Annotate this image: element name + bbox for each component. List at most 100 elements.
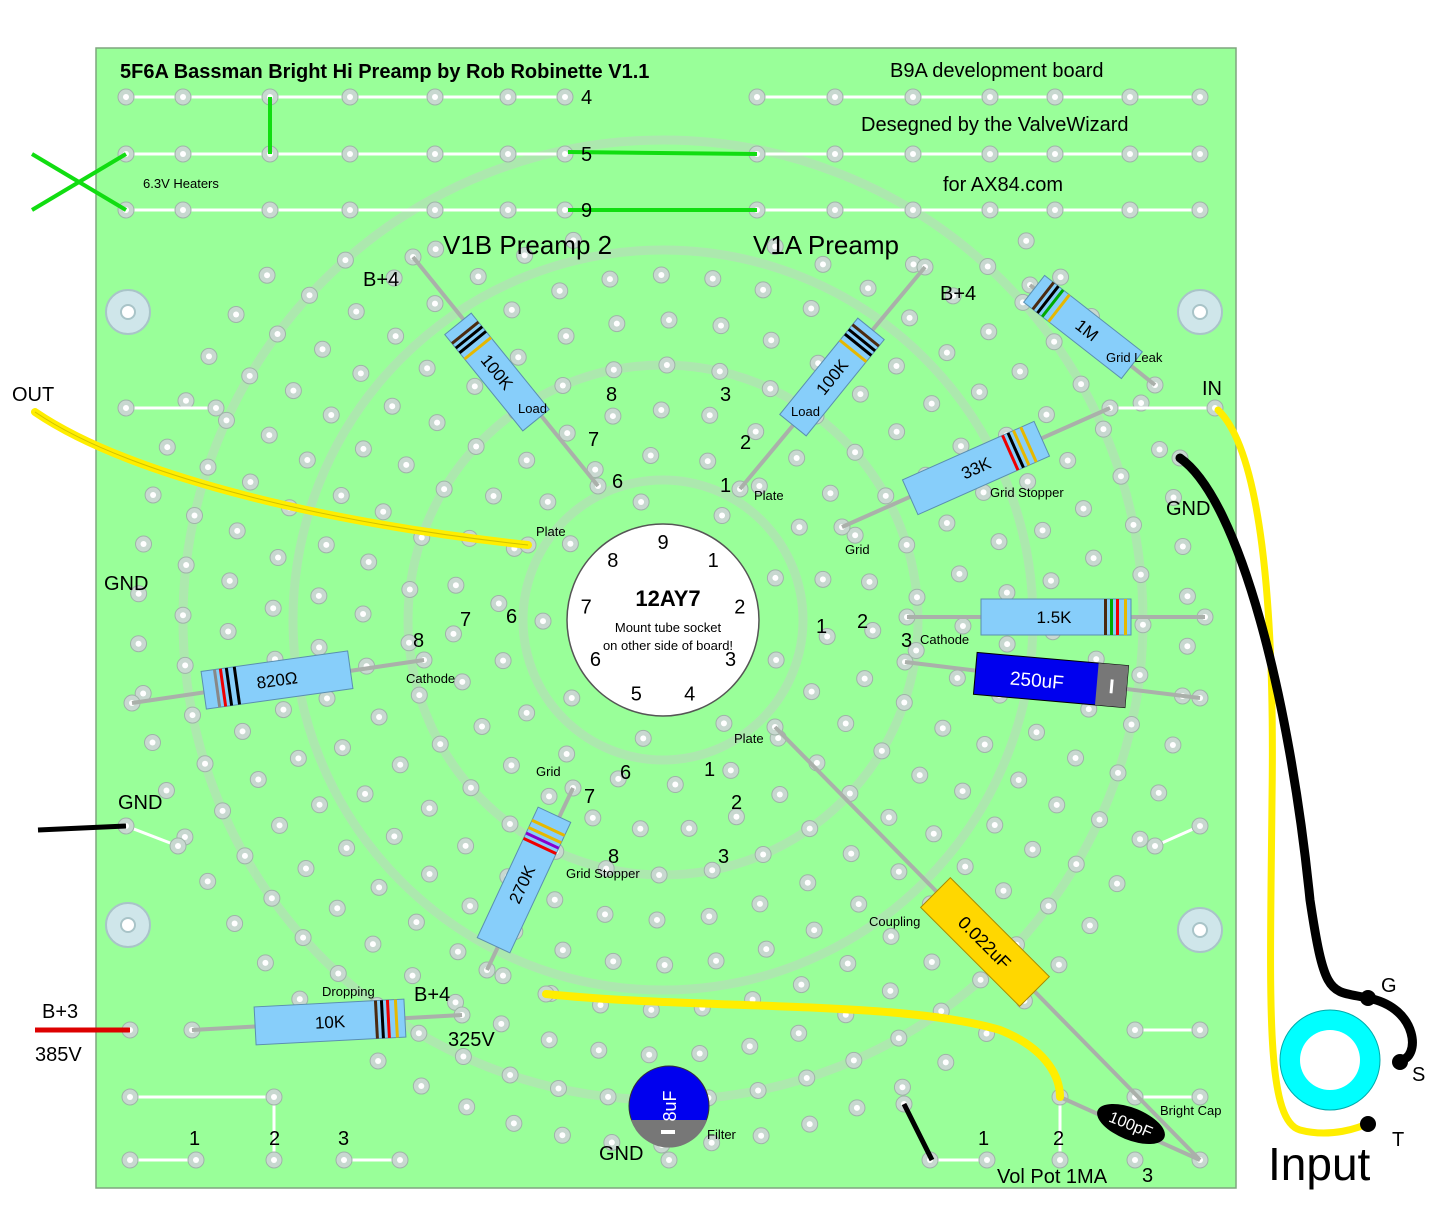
pad-hole [804, 879, 811, 886]
pad-hole [180, 207, 186, 213]
pad-hole [140, 690, 147, 697]
pad-hole [716, 368, 723, 375]
pad-hole [510, 1120, 517, 1127]
pad-hole [205, 353, 212, 360]
pad-hole [559, 947, 566, 954]
pad-hole [463, 1103, 470, 1110]
pad-hole [1048, 577, 1055, 584]
tube-pin-label: 9 [657, 532, 668, 554]
out-label: OUT [12, 384, 54, 406]
pad-hole [1117, 473, 1124, 480]
pad-hole [981, 741, 988, 748]
pad-hole [1045, 903, 1052, 910]
pad-hole [803, 1074, 810, 1081]
pad-hole [752, 428, 759, 435]
pad-hole [1093, 656, 1100, 663]
tube-note-1: Mount tube socket [615, 620, 722, 635]
pad-hole [234, 527, 241, 534]
pad-hole [409, 972, 416, 979]
capacitor-cathode-v1a: I 250uF [972, 651, 1130, 709]
pad-hole [149, 739, 156, 746]
label-load-v1a: Load [791, 404, 820, 419]
pad-hole [300, 934, 307, 941]
pad-hole [987, 151, 993, 157]
pad-hole [123, 405, 129, 411]
tube-pin-label: 6 [590, 649, 601, 671]
pad-hole [418, 1083, 425, 1090]
pad-hole [893, 428, 900, 435]
tube-pin-label: 3 [725, 649, 736, 671]
pad-hole [473, 443, 480, 450]
gnd-label-right: GND [1166, 498, 1210, 520]
pad-hole [1197, 823, 1203, 829]
pad-hole [570, 237, 577, 244]
pad-hole [1073, 861, 1080, 868]
jack-s-label: S [1412, 1064, 1425, 1086]
pad-hole [798, 981, 805, 988]
pad-hole [942, 1059, 949, 1066]
pad-hole [813, 759, 820, 766]
pad-hole [637, 825, 644, 832]
pad-hole [1184, 593, 1191, 600]
pad-hole [648, 1006, 655, 1013]
pad-hole [776, 791, 783, 798]
pad-hole [760, 851, 767, 858]
resistor-grid-stopper-v1a: 33K [901, 420, 1051, 516]
pad-hole [432, 151, 438, 157]
pad-hole [1115, 769, 1122, 776]
pad-hole [772, 243, 779, 250]
pad-hole [609, 413, 616, 420]
pad-hole [1052, 94, 1058, 100]
pad-hole [213, 405, 219, 411]
pad-hole [275, 554, 282, 561]
pin-number: 2 [857, 611, 868, 633]
pad-hole [1179, 543, 1186, 550]
pad-hole [943, 349, 950, 356]
pad-hole [976, 388, 983, 395]
resistor-cathode-v1b: 820Ω [200, 650, 354, 710]
pad-hole [610, 366, 617, 373]
pad-hole [746, 1043, 753, 1050]
pad-hole [274, 330, 281, 337]
pad-hole [1072, 754, 1079, 761]
pad-hole [985, 328, 992, 335]
pad-hole [323, 541, 330, 548]
pad-hole [376, 884, 383, 891]
tube-pin-label: 2 [734, 596, 745, 618]
pad-hole [959, 622, 966, 629]
pad-hole [656, 871, 663, 878]
pad-hole [910, 94, 916, 100]
pad-hole [328, 411, 335, 418]
svg-text:250uF: 250uF [1009, 668, 1065, 694]
pad-hole [708, 1139, 715, 1146]
pad-hole [544, 498, 551, 505]
mounting-holes [105, 289, 1223, 953]
pad-hole [654, 916, 661, 923]
pad-hole [255, 776, 262, 783]
pad-hole [928, 400, 935, 407]
svg-text:1.5K: 1.5K [1037, 608, 1073, 627]
pad-hole [418, 534, 425, 541]
pad-hole [1114, 880, 1121, 887]
pad-hole [597, 1001, 604, 1008]
pad-hole [808, 688, 815, 695]
pad-hole [930, 830, 937, 837]
pad-hole [397, 1157, 403, 1163]
pad-hole [595, 1047, 602, 1054]
pad-hole [365, 559, 372, 566]
pot-gnd-wire [901, 1102, 935, 1162]
pad-hole [1080, 505, 1087, 512]
pad-hole [432, 94, 438, 100]
pad-hole [686, 825, 693, 832]
pin-number: 3 [718, 846, 729, 868]
pad-hole [663, 362, 670, 369]
pad-hole [163, 787, 170, 794]
pad-hole [316, 644, 323, 651]
input-jack [1279, 990, 1408, 1132]
pad-hole [270, 605, 277, 612]
resistor-grid-stopper-v1b: 270K [476, 806, 572, 954]
pad-hole [500, 657, 507, 664]
pad-hole [343, 845, 350, 852]
pad-hole [603, 865, 610, 872]
plate-label-1: Plate [536, 524, 566, 539]
